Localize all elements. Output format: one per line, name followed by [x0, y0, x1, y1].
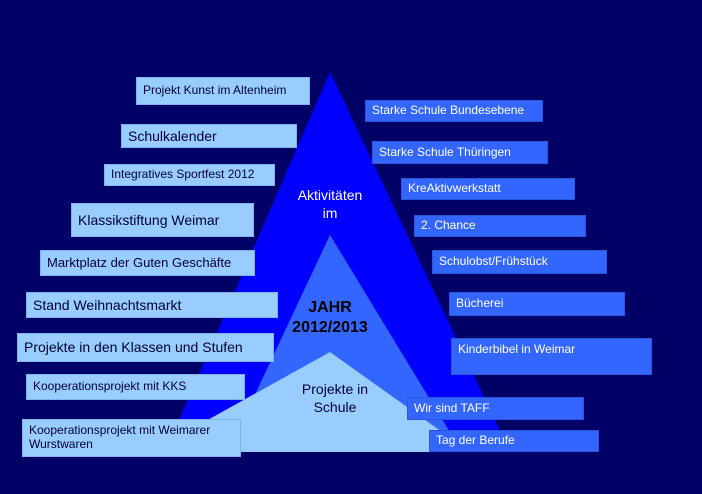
inner-triangle-label: Projekte in Schule — [270, 381, 400, 416]
right-item-schulobst: Schulobst/Frühstück — [432, 250, 607, 274]
outer-label-line-1: Aktivitäten — [297, 187, 363, 203]
right-item-kinderbibel: Kinderbibel in Weimar — [451, 338, 652, 375]
left-item-sportfest: Integratives Sportfest 2012 — [104, 164, 275, 186]
right-item-tag-der-berufe: Tag der Berufe — [429, 430, 599, 452]
inner-label-line-2: Schule — [313, 398, 357, 415]
left-item-kks: Kooperationsprojekt mit KKS — [26, 374, 245, 400]
right-item-taff: Wir sind TAFF — [407, 397, 584, 420]
left-item-schulkalender: Schulkalender — [121, 124, 297, 148]
middle-label-line-1: JAHR — [308, 299, 352, 316]
outer-triangle-label: Aktivitäten im — [270, 187, 390, 222]
left-item-kunst-altenheim: Projekt Kunst im Altenheim — [136, 77, 310, 105]
left-item-wurstwaren: Kooperationsprojekt mit Weimarer Wurstwa… — [22, 419, 241, 457]
right-item-starke-schule-thueringen: Starke Schule Thüringen — [372, 141, 548, 164]
middle-triangle-label: JAHR 2012/2013 — [270, 298, 390, 338]
right-item-starke-schule-bund: Starke Schule Bundesebene — [365, 100, 543, 122]
middle-label-line-2: 2012/2013 — [292, 319, 368, 336]
left-item-marktplatz: Marktplatz der Guten Geschäfte — [40, 250, 255, 276]
right-item-kreaktivwerkstatt: KreAktivwerkstatt — [401, 178, 575, 200]
right-item-zweite-chance: 2. Chance — [414, 215, 586, 237]
left-item-projekte-klassen: Projekte in den Klassen und Stufen — [17, 333, 274, 362]
right-item-buecherei: Bücherei — [449, 292, 625, 316]
left-item-klassikstiftung: Klassikstiftung Weimar — [71, 203, 254, 237]
inner-label-line-1: Projekte in — [301, 381, 369, 397]
left-item-weihnachtsmarkt: Stand Weihnachtsmarkt — [26, 292, 278, 318]
outer-label-line-2: im — [322, 204, 338, 221]
